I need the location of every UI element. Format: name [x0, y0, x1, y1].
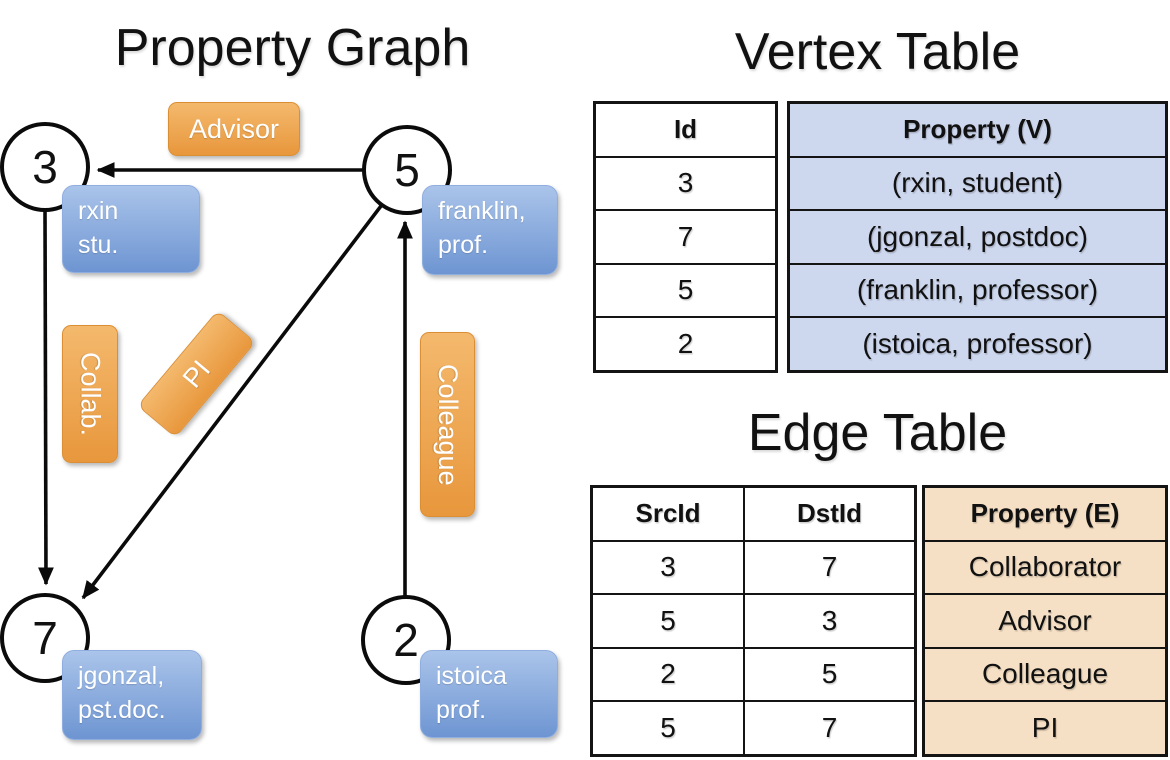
- edge-table-srcid-cell: 5: [660, 604, 676, 636]
- vertex-table-header-id: Id: [673, 114, 698, 145]
- vertex-box-franklin-line2: prof.: [438, 231, 489, 259]
- edge-table-header-dstid: DstId: [743, 488, 914, 540]
- vertex-table-id-cell: 3: [596, 155, 775, 210]
- vertex-box-rxin-line2: stu.: [78, 231, 119, 259]
- edge-table-title: Edge Table: [747, 404, 1008, 462]
- edge-table-dstid-cell: 7: [743, 702, 914, 754]
- edge-3-to-7-collab: [38, 209, 54, 586]
- vertex-box-rxin: rxin stu.: [62, 185, 200, 273]
- vertex-table-id-cell: 2: [596, 316, 775, 370]
- edge-table-srcid-cell: 3: [660, 551, 676, 583]
- graph-node-2: 2: [361, 595, 451, 685]
- edge-table-property-column: Property (E) Collaborator Advisor Collea…: [922, 485, 1168, 757]
- edge-table-dstid-cell: 3: [743, 595, 914, 647]
- node-7-label: 7: [32, 612, 58, 664]
- node-2-label: 2: [393, 614, 419, 666]
- vertex-table-header-property: Property (V): [790, 104, 1165, 156]
- edge-table-property-cell: PI: [925, 700, 1165, 754]
- vertex-table-property-cell: (istoica, professor): [790, 316, 1165, 370]
- edge-table-property-cell: Collaborator: [925, 539, 1165, 593]
- edge-table-dstid-cell: 7: [743, 541, 914, 593]
- vertex-table-id-column: Id 3 7 5 2: [593, 101, 778, 373]
- edge-table-property-cell: Advisor: [925, 593, 1165, 647]
- vertex-table-id-cell: 7: [596, 209, 775, 263]
- vertex-table-title: Vertex Table: [734, 23, 1021, 81]
- vertex-box-jgonzal: jgonzal, pst.doc.: [62, 650, 202, 740]
- vertex-box-rxin-line1: rxin: [78, 197, 119, 225]
- vertex-box-istoica: istoica prof.: [420, 650, 558, 738]
- edge-table-srcid-cell: 5: [660, 711, 676, 743]
- edge-table-srcid-cell: 2: [660, 658, 676, 690]
- vertex-box-istoica-line2: prof.: [436, 696, 487, 724]
- edge-table-dstid-cell: 5: [743, 648, 914, 700]
- property-graph-panel: Property Graph 3 5 7 2 rxin stu. frankli…: [0, 19, 558, 740]
- vertex-box-jgonzal-line1: jgonzal,: [78, 662, 165, 690]
- vertex-table-property-cell: (rxin, student): [790, 155, 1165, 209]
- edge-label-colleague: Colleague: [420, 332, 475, 517]
- edge-table-property-cell: Colleague: [925, 646, 1165, 700]
- vertex-table-id-cell: 5: [596, 262, 775, 317]
- vertex-table-property-cell: (franklin, professor): [790, 262, 1165, 316]
- edge-table-header-property: Property (E): [925, 488, 1165, 540]
- vertex-box-franklin: franklin, prof.: [422, 185, 558, 275]
- vertex-box-jgonzal-line2: pst.doc.: [78, 696, 166, 724]
- graph-edges: [38, 162, 413, 600]
- edge-table-header-srcid: SrcId: [635, 498, 701, 529]
- node-5-label: 5: [394, 144, 420, 196]
- property-graph-title: Property Graph: [114, 19, 471, 77]
- vertex-box-franklin-line1: franklin,: [438, 197, 526, 225]
- vertex-table-property-cell: (jgonzal, postdoc): [790, 209, 1165, 263]
- edge-table-src-dst-columns: SrcId DstId 3 7 5 3 2 5 5 7: [590, 485, 917, 757]
- node-3-label: 3: [32, 141, 58, 193]
- graph-node-5: 5: [362, 125, 452, 215]
- edge-label-collab: Collab.: [62, 325, 118, 463]
- vertex-box-istoica-line1: istoica: [436, 662, 507, 690]
- edge-label-advisor: Advisor: [168, 102, 300, 156]
- edge-5-to-7-pi: [81, 204, 383, 600]
- vertex-table-property-column: Property (V) (rxin, student) (jgonzal, p…: [787, 101, 1168, 373]
